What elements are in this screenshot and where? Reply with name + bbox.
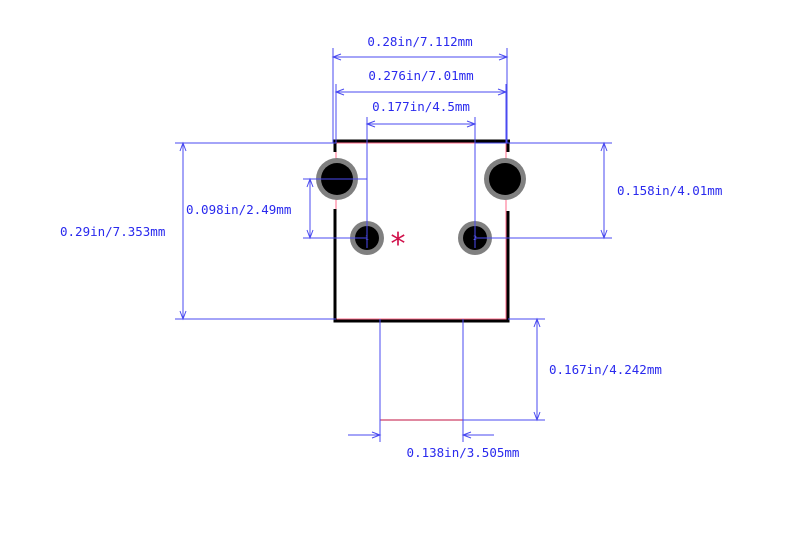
dimension-right-offset: 0.158in/4.01mm [475, 141, 722, 240]
dimension-height-label: 0.29in/7.353mm [60, 224, 165, 239]
dimension-top-width: 0.28in/7.112mm [331, 34, 509, 143]
dimension-pad-pitch: 0.177in/4.5mm [365, 99, 477, 248]
silkscreen-left-lower [333, 209, 510, 323]
dimension-lead-span-label: 0.138in/3.505mm [407, 445, 520, 460]
dimension-body-width-label: 0.276in/7.01mm [368, 68, 473, 83]
dimension-lead-span: 0.138in/3.505mm [348, 319, 519, 460]
dimension-pad-pitch-label: 0.177in/4.5mm [372, 99, 470, 114]
dimension-top-width-label: 0.28in/7.112mm [367, 34, 472, 49]
dimension-lead-length-label: 0.167in/4.242mm [549, 362, 662, 377]
dimension-body-width: 0.276in/7.01mm [334, 68, 508, 143]
pin1-marker: * [391, 227, 406, 262]
mounting-pad-right [484, 158, 526, 200]
dimension-pin-offset: 0.098in/2.49mm [186, 177, 367, 240]
dimension-pin-offset-label: 0.098in/2.49mm [186, 202, 291, 217]
dimension-lead-length: 0.167in/4.242mm [463, 317, 662, 422]
dimension-height: 0.29in/7.353mm [60, 141, 336, 321]
lead-outline [379, 319, 464, 421]
dimension-right-offset-label: 0.158in/4.01mm [617, 183, 722, 198]
